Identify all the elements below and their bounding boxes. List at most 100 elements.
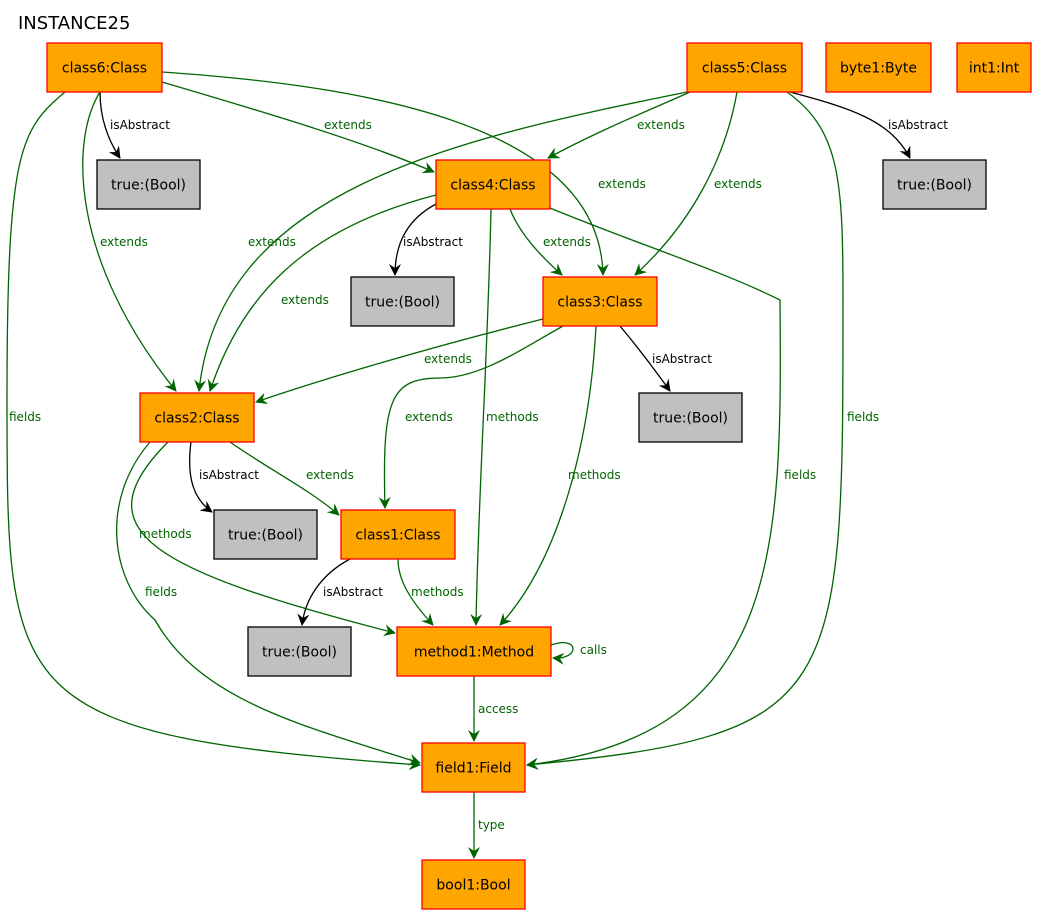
edge-class4-methods-method1: methods — [470, 208, 539, 626]
edge-label: extends — [424, 352, 472, 366]
node-true2[interactable]: true:(Bool) — [213, 509, 318, 560]
edge-label: extends — [714, 177, 762, 191]
edge-line — [619, 325, 671, 392]
node-class2[interactable]: class2:Class — [139, 392, 255, 443]
node-box — [340, 509, 456, 560]
edge-line — [499, 325, 597, 626]
edge-class2-extends-class1: extends — [229, 441, 354, 516]
edge-class5-fields-field1: fields — [526, 91, 879, 770]
node-true6[interactable]: true:(Bool) — [96, 159, 201, 210]
edge-label: isAbstract — [652, 352, 712, 366]
edge-line — [470, 208, 492, 626]
edge-class2-methods-method1: methods — [130, 441, 396, 637]
edge-class3-extends-class2: extends — [255, 318, 544, 405]
edge-label: isAbstract — [110, 118, 170, 132]
node-class6[interactable]: class6:Class — [46, 42, 163, 93]
edge-class4-extends-class2: extends — [207, 194, 437, 392]
node-box — [825, 42, 932, 93]
edge-label: extends — [100, 235, 148, 249]
edge-label: extends — [598, 177, 646, 191]
edge-class2-fields-field1: fields — [116, 441, 421, 766]
node-box — [46, 42, 163, 93]
edge-label: methods — [139, 527, 192, 541]
edge-class5-isAbstract-true5: isAbstract — [789, 91, 948, 159]
node-int1[interactable]: int1:Int — [956, 42, 1032, 93]
edge-class6-isAbstract-true6: isAbstract — [99, 91, 170, 159]
edge-label: fields — [9, 410, 41, 424]
node-method1[interactable]: method1:Method — [396, 626, 552, 677]
edge-line — [378, 325, 564, 509]
edge-label: extends — [405, 410, 453, 424]
node-true1[interactable]: true:(Bool) — [247, 626, 352, 677]
edge-class6-extends-class2: extends — [82, 91, 177, 392]
node-label: true:(Bool) — [897, 178, 972, 194]
edge-class5-extends-class3: extends — [634, 91, 762, 276]
edge-label: isAbstract — [199, 468, 259, 482]
node-field1[interactable]: field1:Field — [421, 742, 526, 793]
node-byte1[interactable]: byte1:Byte — [825, 42, 932, 93]
edge-label: fields — [145, 585, 177, 599]
edge-line — [526, 207, 781, 770]
edge-label: fields — [784, 468, 816, 482]
edge-line — [526, 91, 844, 770]
node-class4[interactable]: class4:Class — [435, 159, 551, 210]
node-box — [396, 626, 552, 677]
node-true5[interactable]: true:(Bool) — [882, 159, 987, 210]
node-label: byte1:Byte — [840, 61, 917, 77]
edge-method1-access-field1: access — [468, 676, 518, 742]
edge-label: extends — [324, 118, 372, 132]
edge-line — [161, 71, 609, 276]
edge-label: extends — [281, 293, 329, 307]
node-box — [421, 859, 526, 910]
node-box — [956, 42, 1032, 93]
edge-class4-isAbstract-true4: isAbstract — [389, 203, 463, 276]
edge-line — [6, 91, 421, 771]
node-true3[interactable]: true:(Bool) — [638, 392, 743, 443]
node-label: int1:Int — [969, 61, 1020, 77]
edge-label: access — [478, 702, 518, 716]
node-label: true:(Bool) — [111, 178, 186, 194]
edge-line — [789, 91, 911, 159]
edge-class2-isAbstract-true2: isAbstract — [188, 441, 259, 513]
edge-label: extends — [306, 468, 354, 482]
node-label: class1:Class — [355, 528, 440, 544]
node-box — [435, 159, 551, 210]
edge-class6-fields-field1: fields — [6, 91, 421, 771]
edge-line — [509, 208, 563, 276]
edge-line — [130, 441, 396, 637]
node-class5[interactable]: class5:Class — [686, 42, 803, 93]
edge-class6-extends-class4: extends — [161, 81, 435, 174]
node-label: true:(Bool) — [653, 411, 728, 427]
node-label: true:(Bool) — [365, 295, 440, 311]
node-true4[interactable]: true:(Bool) — [350, 276, 455, 327]
edge-method1-calls-method1: calls — [550, 642, 607, 665]
edge-label: isAbstract — [888, 118, 948, 132]
node-label: field1:Field — [435, 761, 511, 777]
edge-line — [397, 558, 434, 626]
edge-line — [99, 91, 121, 159]
node-class3[interactable]: class3:Class — [542, 276, 658, 327]
edge-label: type — [478, 818, 505, 832]
edge-line — [297, 558, 351, 626]
node-class1[interactable]: class1:Class — [340, 509, 456, 560]
edge-class4-fields-field1: fields — [526, 207, 816, 770]
edge-class5-extends-class2: extends — [194, 91, 688, 392]
edge-line — [389, 203, 437, 276]
edge-line — [634, 91, 738, 276]
edge-line — [188, 441, 213, 513]
node-label: class2:Class — [154, 411, 239, 427]
node-label: class4:Class — [450, 178, 535, 194]
node-box — [542, 276, 658, 327]
node-box — [421, 742, 526, 793]
edge-class3-isAbstract-true3: isAbstract — [619, 325, 712, 392]
node-label: true:(Bool) — [228, 528, 303, 544]
node-bool1[interactable]: bool1:Bool — [421, 859, 526, 910]
edge-line — [161, 81, 435, 174]
node-box — [247, 626, 352, 677]
edge-label: methods — [486, 410, 539, 424]
edge-class6-extends-class3: extends — [161, 71, 646, 276]
node-label: bool1:Bool — [436, 878, 510, 894]
node-box — [638, 392, 743, 443]
edge-class5-extends-class4: extends — [547, 91, 691, 159]
edge-field1-type-bool1: type — [468, 792, 505, 859]
